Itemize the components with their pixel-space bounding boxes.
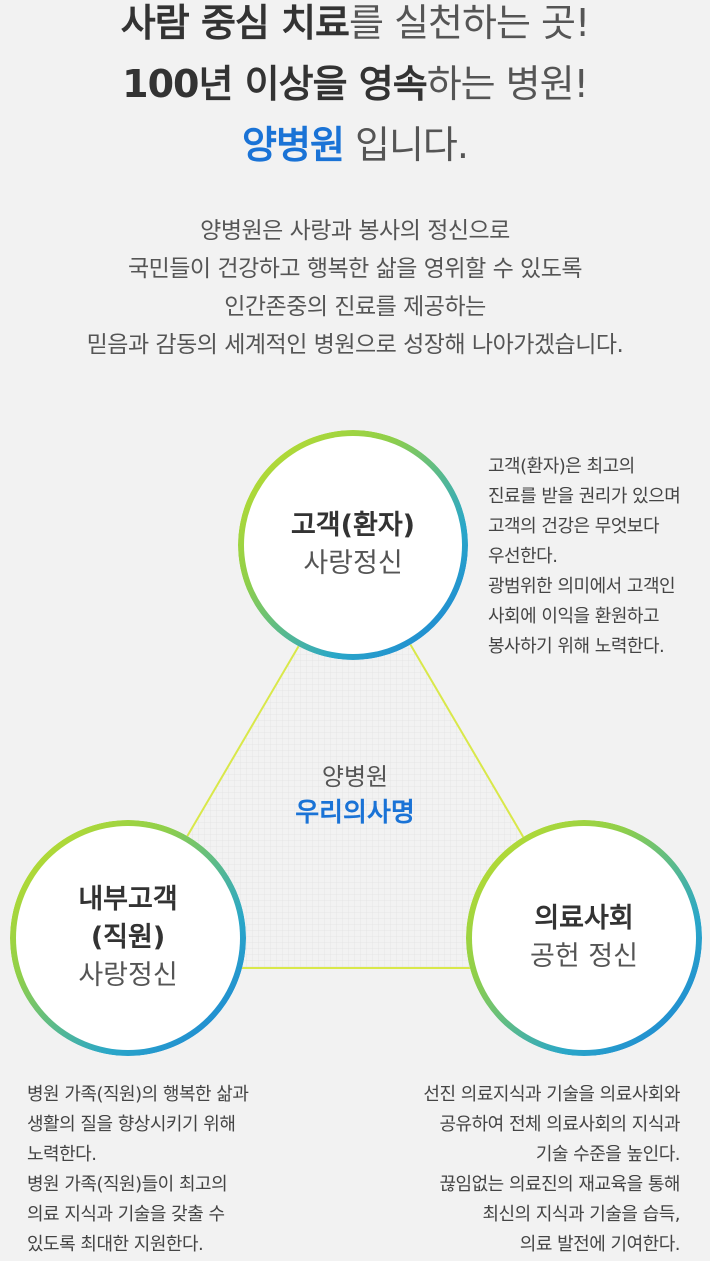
description-line: 진료를 받을 권리가 있으며: [488, 486, 681, 507]
headline-line-1: 사람 중심 치료를 실천하는 곳!: [0, 0, 710, 54]
circle-customer-title: 고객(환자): [290, 510, 416, 541]
intro-line: 양병원은 사랑과 봉사의 정신으로: [200, 218, 510, 244]
center-label: 양병원 우리의사명: [255, 760, 455, 832]
circle-staff-subtitle: 사랑정신: [78, 960, 178, 991]
description-line: 공유하여 전체 의료사회의 지식과: [439, 1114, 680, 1135]
description-line: 우선한다.: [488, 546, 558, 567]
description-line: 노력한다.: [27, 1144, 97, 1165]
headline-1-light: 를 실천하는 곳!: [349, 1, 590, 45]
description-line: 의료 지식과 기술을 갖출 수: [27, 1204, 225, 1225]
triangle-graphic: [108, 548, 602, 969]
circle-staff-title-2: (직원): [90, 922, 166, 953]
circle-society: 의료사회 공헌 정신: [466, 820, 702, 1056]
headline-line-3: 양병원 입니다.: [0, 115, 710, 176]
headline-3-light: 입니다.: [343, 123, 469, 167]
circle-customer-subtitle: 사랑정신: [303, 548, 403, 579]
description-staff: 병원 가족(직원)의 행복한 삶과 생활의 질을 향상시키기 위해 노력한다. …: [27, 1080, 327, 1260]
description-line: 고객(환자)은 최고의: [488, 456, 635, 477]
description-line: 끊임없는 의료진의 재교육을 통해: [439, 1174, 680, 1195]
description-line: 선진 의료지식과 기술을 의료사회와: [423, 1084, 680, 1105]
description-line: 최신의 지식과 기술을 습득,: [482, 1204, 680, 1225]
circle-staff-title-1: 내부고객: [78, 884, 178, 915]
intro-line: 인간존중의 진료를 제공하는: [224, 294, 486, 320]
description-line: 있도록 최대한 지원한다.: [27, 1234, 204, 1255]
mission-diagram: 양병원 우리의사명 고객(환자) 사랑정신 내부고객 (직원) 사랑정신 의료사…: [0, 420, 710, 1060]
description-line: 생활의 질을 향상시키기 위해: [27, 1114, 236, 1135]
circle-customer: 고객(환자) 사랑정신: [238, 430, 468, 660]
description-line: 기술 수준을 높인다.: [535, 1144, 681, 1165]
headline-1-bold: 사람 중심 치료: [120, 1, 350, 45]
description-customer: 고객(환자)은 최고의 진료를 받을 권리가 있으며 고객의 건강은 무엇보다 …: [488, 452, 708, 662]
circle-society-subtitle: 공헌 정신: [530, 941, 638, 972]
description-line: 병원 가족(직원)의 행복한 삶과: [27, 1084, 249, 1105]
headline-3-brand: 양병원: [242, 123, 345, 167]
intro-line: 믿음과 감동의 세계적인 병원으로 성장해 나아가겠습니다.: [86, 332, 624, 358]
description-line: 광범위한 의미에서 고객인: [488, 576, 676, 597]
circle-staff: 내부고객 (직원) 사랑정신: [10, 820, 246, 1056]
center-label-main: 우리의사명: [295, 798, 415, 828]
description-line: 봉사하기 위해 노력한다.: [488, 636, 665, 657]
description-society: 선진 의료지식과 기술을 의료사회와 공유하여 전체 의료사회의 지식과 기술 …: [350, 1080, 680, 1260]
headline: 사람 중심 치료를 실천하는 곳! 100년 이상을 영속하는 병원! 양병원 …: [0, 0, 710, 176]
intro-line: 국민들이 건강하고 행복한 삶을 영위할 수 있도록: [127, 256, 583, 282]
headline-2-light: 하는 병원!: [426, 62, 589, 106]
headline-line-2: 100년 이상을 영속하는 병원!: [0, 54, 710, 115]
triangle-shape: [108, 548, 602, 969]
description-line: 병원 가족(직원)들이 최고의: [27, 1174, 228, 1195]
intro-text: 양병원은 사랑과 봉사의 정신으로 국민들이 건강하고 행복한 삶을 영위할 수…: [0, 212, 710, 364]
description-line: 고객의 건강은 무엇보다: [488, 516, 660, 537]
headline-2-bold: 100년 이상을 영속: [122, 62, 428, 106]
description-line: 사회에 이익을 환원하고: [488, 606, 660, 627]
description-line: 의료 발전에 기여한다.: [519, 1234, 681, 1255]
center-label-top: 양병원: [321, 763, 389, 791]
circle-society-title: 의료사회: [534, 903, 634, 934]
